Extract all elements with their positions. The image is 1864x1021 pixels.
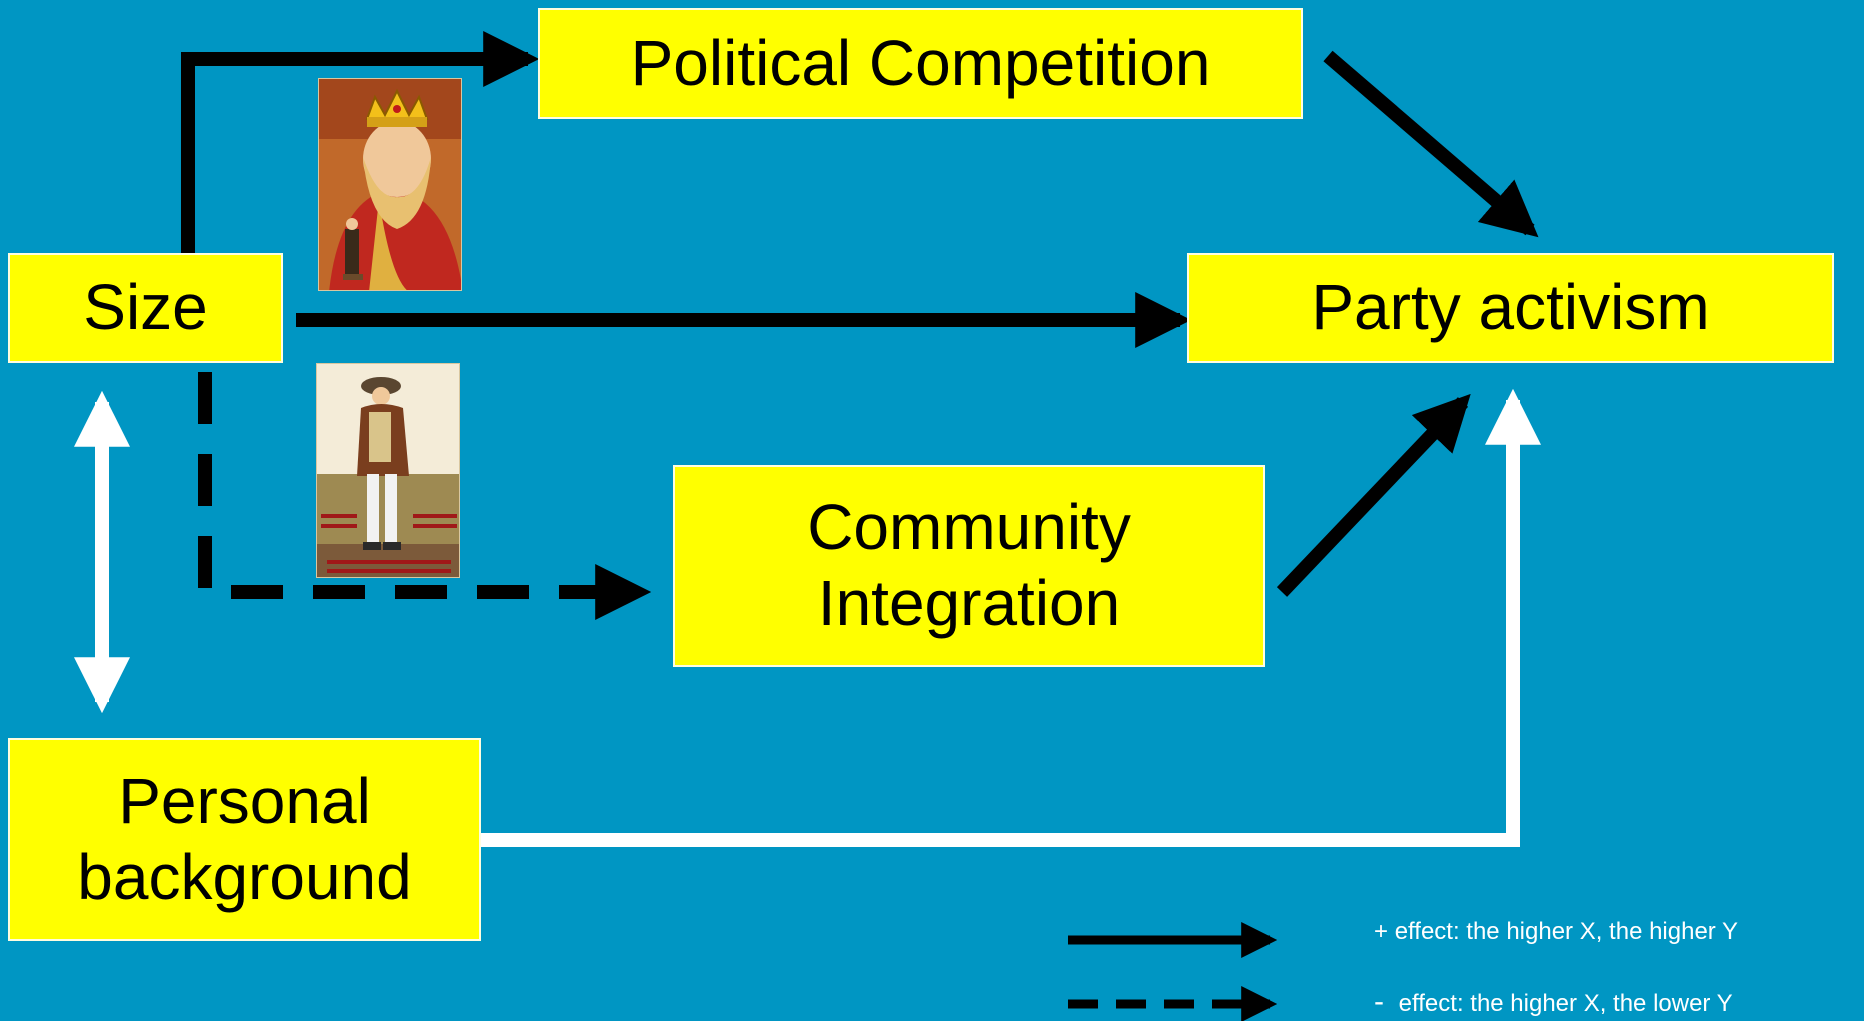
node-label: Personal background	[77, 764, 412, 913]
arrow-personal-background-to-party-activism	[481, 388, 1541, 847]
node-label: Size	[83, 271, 208, 344]
node-label: Community Integration	[807, 491, 1131, 639]
arrow-political-competition-to-party-activism	[1323, 50, 1539, 238]
node-label: Party activism	[1311, 271, 1710, 344]
legend-negative-sign: -	[1374, 985, 1384, 1018]
legend-negative-effect: - effect: the higher X, the lower Y	[1374, 985, 1733, 1019]
legend-positive-sign: +	[1374, 918, 1389, 945]
node-label: Political Competition	[630, 26, 1211, 99]
gulliver-illustration	[316, 363, 460, 578]
arrow-community-integration-to-party-activism	[1276, 393, 1471, 597]
node-political-competition: Political Competition	[538, 8, 1303, 119]
node-party-activism: Party activism	[1187, 253, 1834, 363]
node-size: Size	[8, 253, 283, 363]
arrow-size-to-community-integration	[198, 372, 652, 620]
node-personal-background: Personal background	[8, 738, 481, 941]
legend-positive-text: effect: the higher X, the higher Y	[1394, 918, 1739, 945]
king-illustration	[318, 78, 462, 291]
arrow-size-to-political-competition	[181, 31, 540, 253]
legend-negative-text: effect: the higher X, the lower Y	[1398, 990, 1733, 1017]
legend-positive-effect: + effect: the higher X, the higher Y	[1374, 918, 1738, 946]
node-community-integration: Community Integration	[673, 465, 1265, 667]
